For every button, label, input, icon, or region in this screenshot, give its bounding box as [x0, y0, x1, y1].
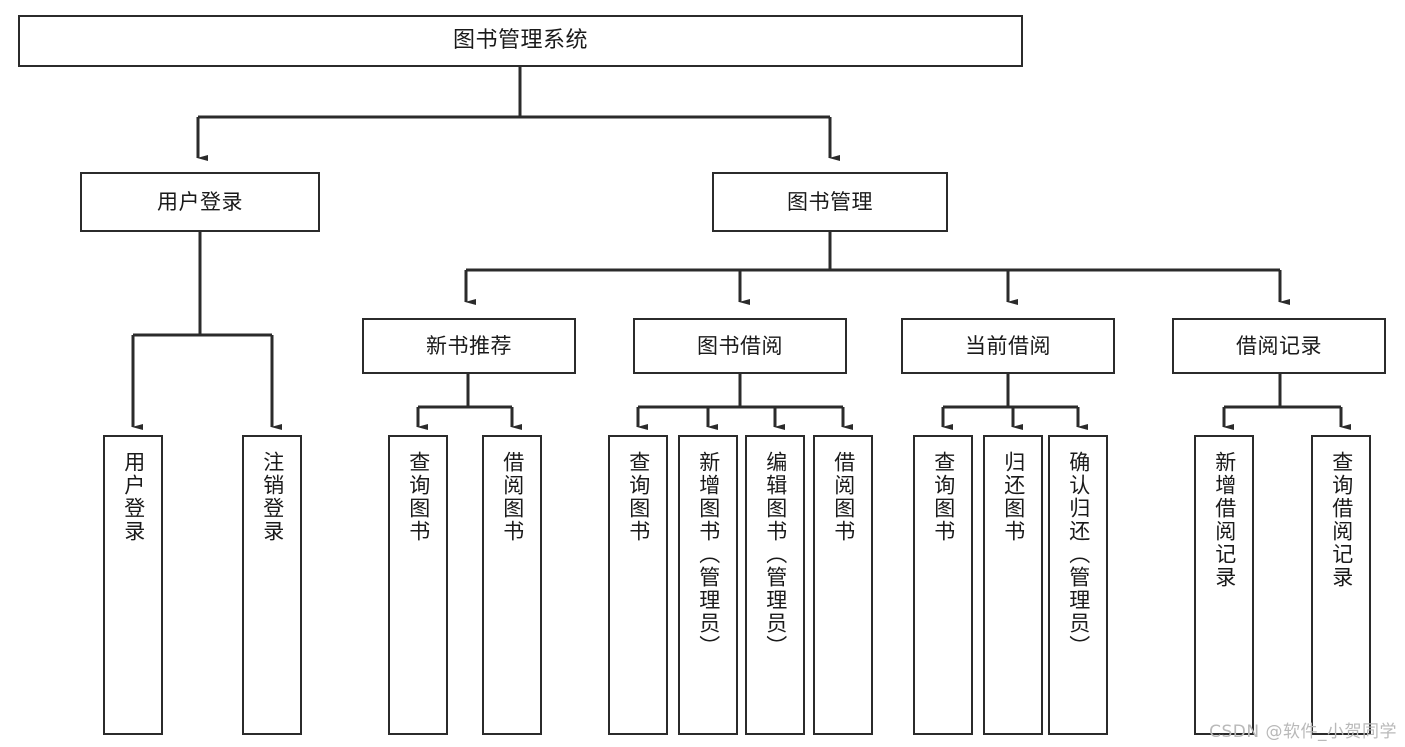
leaf-query-book-1-label: 查询图书 [406, 451, 431, 543]
leaf-user-login[interactable]: 用户登录 [103, 435, 163, 735]
node-current-borrow[interactable]: 当前借阅 [901, 318, 1115, 374]
leaf-query-book-2-label: 查询图书 [626, 451, 651, 543]
leaf-logout-label: 注销登录 [260, 451, 285, 543]
node-root[interactable]: 图书管理系统 [18, 15, 1023, 67]
node-current-borrow-label: 当前借阅 [965, 333, 1051, 358]
leaf-add-book-admin-label: 新增图书（管理员） [696, 451, 721, 658]
node-new-book-recommend-label: 新书推荐 [426, 333, 512, 358]
leaf-confirm-return-admin[interactable]: 确认归还（管理员） [1048, 435, 1108, 735]
node-user-login[interactable]: 用户登录 [80, 172, 320, 232]
node-user-login-label: 用户登录 [157, 189, 243, 214]
leaf-logout[interactable]: 注销登录 [242, 435, 302, 735]
leaf-query-book-3-label: 查询图书 [931, 451, 956, 543]
leaf-user-login-label: 用户登录 [121, 451, 146, 543]
node-borrow-record[interactable]: 借阅记录 [1172, 318, 1386, 374]
leaf-borrow-book-1[interactable]: 借阅图书 [482, 435, 542, 735]
leaf-borrow-book-2[interactable]: 借阅图书 [813, 435, 873, 735]
node-book-borrow-label: 图书借阅 [697, 333, 783, 358]
node-root-label: 图书管理系统 [452, 28, 588, 54]
node-borrow-record-label: 借阅记录 [1236, 333, 1322, 358]
leaf-add-book-admin[interactable]: 新增图书（管理员） [678, 435, 738, 735]
leaf-query-book-1[interactable]: 查询图书 [388, 435, 448, 735]
leaf-return-book[interactable]: 归还图书 [983, 435, 1043, 735]
leaf-query-record-label: 查询借阅记录 [1329, 451, 1354, 589]
csdn-watermark: CSDN @软件_小贺同学 [1209, 722, 1397, 742]
leaf-add-record[interactable]: 新增借阅记录 [1194, 435, 1254, 735]
node-new-book-recommend[interactable]: 新书推荐 [362, 318, 576, 374]
leaf-borrow-book-1-label: 借阅图书 [500, 451, 525, 543]
leaf-query-book-3[interactable]: 查询图书 [913, 435, 973, 735]
leaf-add-record-label: 新增借阅记录 [1212, 451, 1237, 589]
leaf-confirm-return-admin-label: 确认归还（管理员） [1066, 451, 1091, 658]
leaf-edit-book-admin[interactable]: 编辑图书（管理员） [745, 435, 805, 735]
leaf-return-book-label: 归还图书 [1001, 451, 1026, 543]
node-book-manage-label: 图书管理 [787, 189, 873, 214]
node-book-manage[interactable]: 图书管理 [712, 172, 948, 232]
node-book-borrow[interactable]: 图书借阅 [633, 318, 847, 374]
leaf-query-book-2[interactable]: 查询图书 [608, 435, 668, 735]
leaf-edit-book-admin-label: 编辑图书（管理员） [763, 451, 788, 658]
leaf-query-record[interactable]: 查询借阅记录 [1311, 435, 1371, 735]
leaf-borrow-book-2-label: 借阅图书 [831, 451, 856, 543]
